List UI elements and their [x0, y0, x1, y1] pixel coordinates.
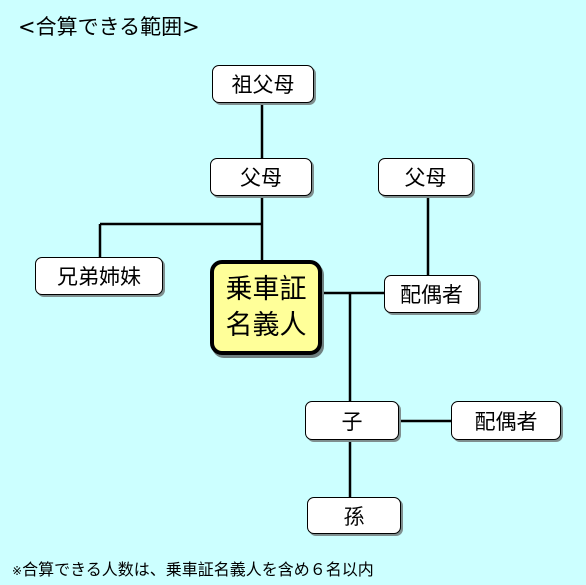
footnote-text: 合算できる人数は、乗車証名義人を含め６名以内	[22, 560, 374, 579]
node-spouse: 配偶者	[384, 275, 479, 313]
node-parents: 父母	[210, 158, 312, 196]
footnote-mark: ※	[12, 564, 23, 578]
diagram-title: <合算できる範囲>	[18, 15, 200, 39]
node-child-spouse: 配偶者	[451, 401, 561, 440]
footnote: ※合算できる人数は、乗車証名義人を含め６名以内	[12, 560, 374, 581]
node-card-holder: 乗車証 名義人	[210, 260, 322, 355]
node-grandparents: 祖父母	[212, 65, 314, 103]
node-grandchild: 孫	[307, 497, 401, 534]
card-holder-line2: 名義人	[225, 309, 307, 341]
node-spouse-parents: 父母	[378, 158, 473, 196]
node-child: 子	[305, 401, 399, 440]
node-siblings: 兄弟姉妹	[35, 257, 163, 295]
card-holder-line1: 乗車証	[225, 273, 307, 305]
